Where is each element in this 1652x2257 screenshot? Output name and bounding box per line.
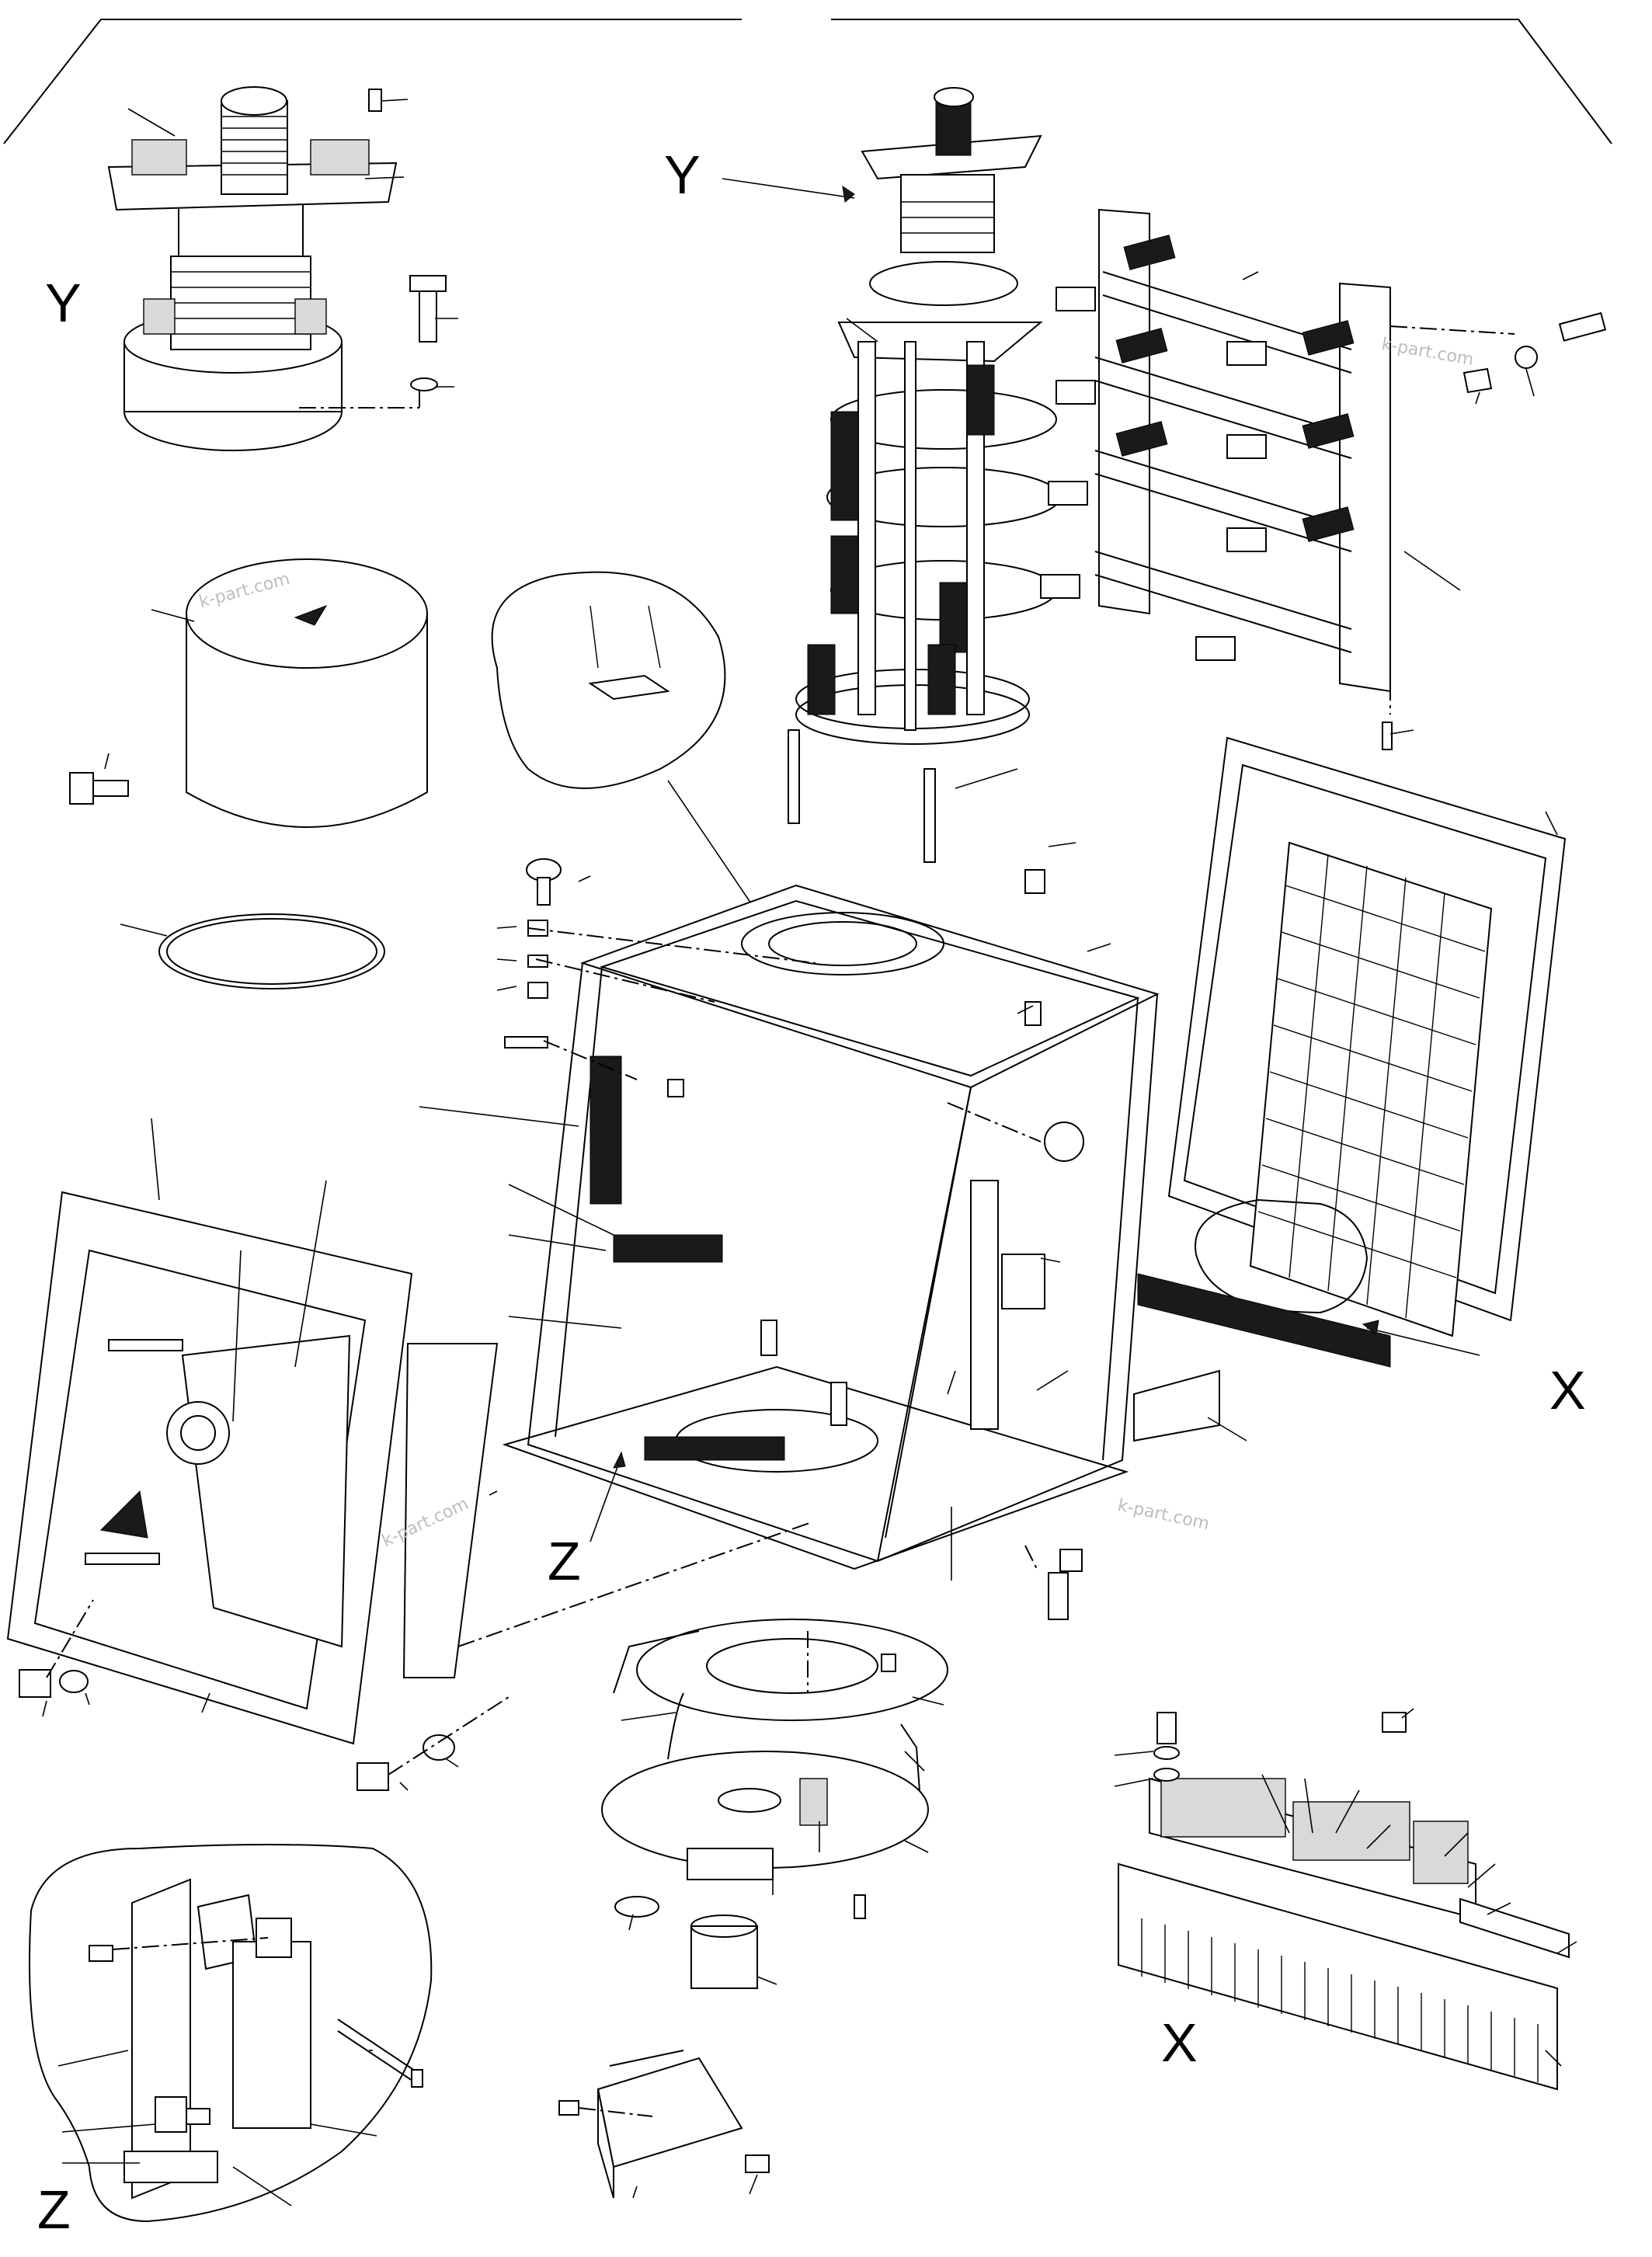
- main-tank-frame: [419, 842, 1160, 1620]
- callout-y-main: Y: [664, 144, 701, 205]
- detail-z-bubble: [29, 1844, 433, 2223]
- base-plate-assembly: [601, 1619, 948, 1989]
- detail-bubble-top: [491, 571, 758, 913]
- bottom-bracket: [558, 2050, 770, 2199]
- detail-x-contacts: [1114, 1708, 1577, 2091]
- frame-lines: [3, 19, 1612, 144]
- central-column: [722, 87, 1061, 863]
- detail-y-assembly: [107, 86, 458, 451]
- detail-x-bubble: [1133, 1198, 1480, 1442]
- callout-x-main: X: [1549, 1360, 1586, 1421]
- callout-x-detail: X: [1161, 2012, 1198, 2073]
- diverter-frame: [1040, 208, 1607, 750]
- callout-z-main: Z: [548, 1531, 581, 1591]
- cylinder-cover: [69, 558, 428, 828]
- callout-y-detail: Y: [45, 273, 82, 333]
- right-panel: [1167, 736, 1567, 1337]
- strip-plate: [402, 1343, 812, 1678]
- gasket-ring: [120, 913, 385, 989]
- callout-z-detail: Z: [37, 2179, 71, 2240]
- left-fasteners: [19, 1599, 510, 1791]
- left-panel: [6, 1118, 413, 1745]
